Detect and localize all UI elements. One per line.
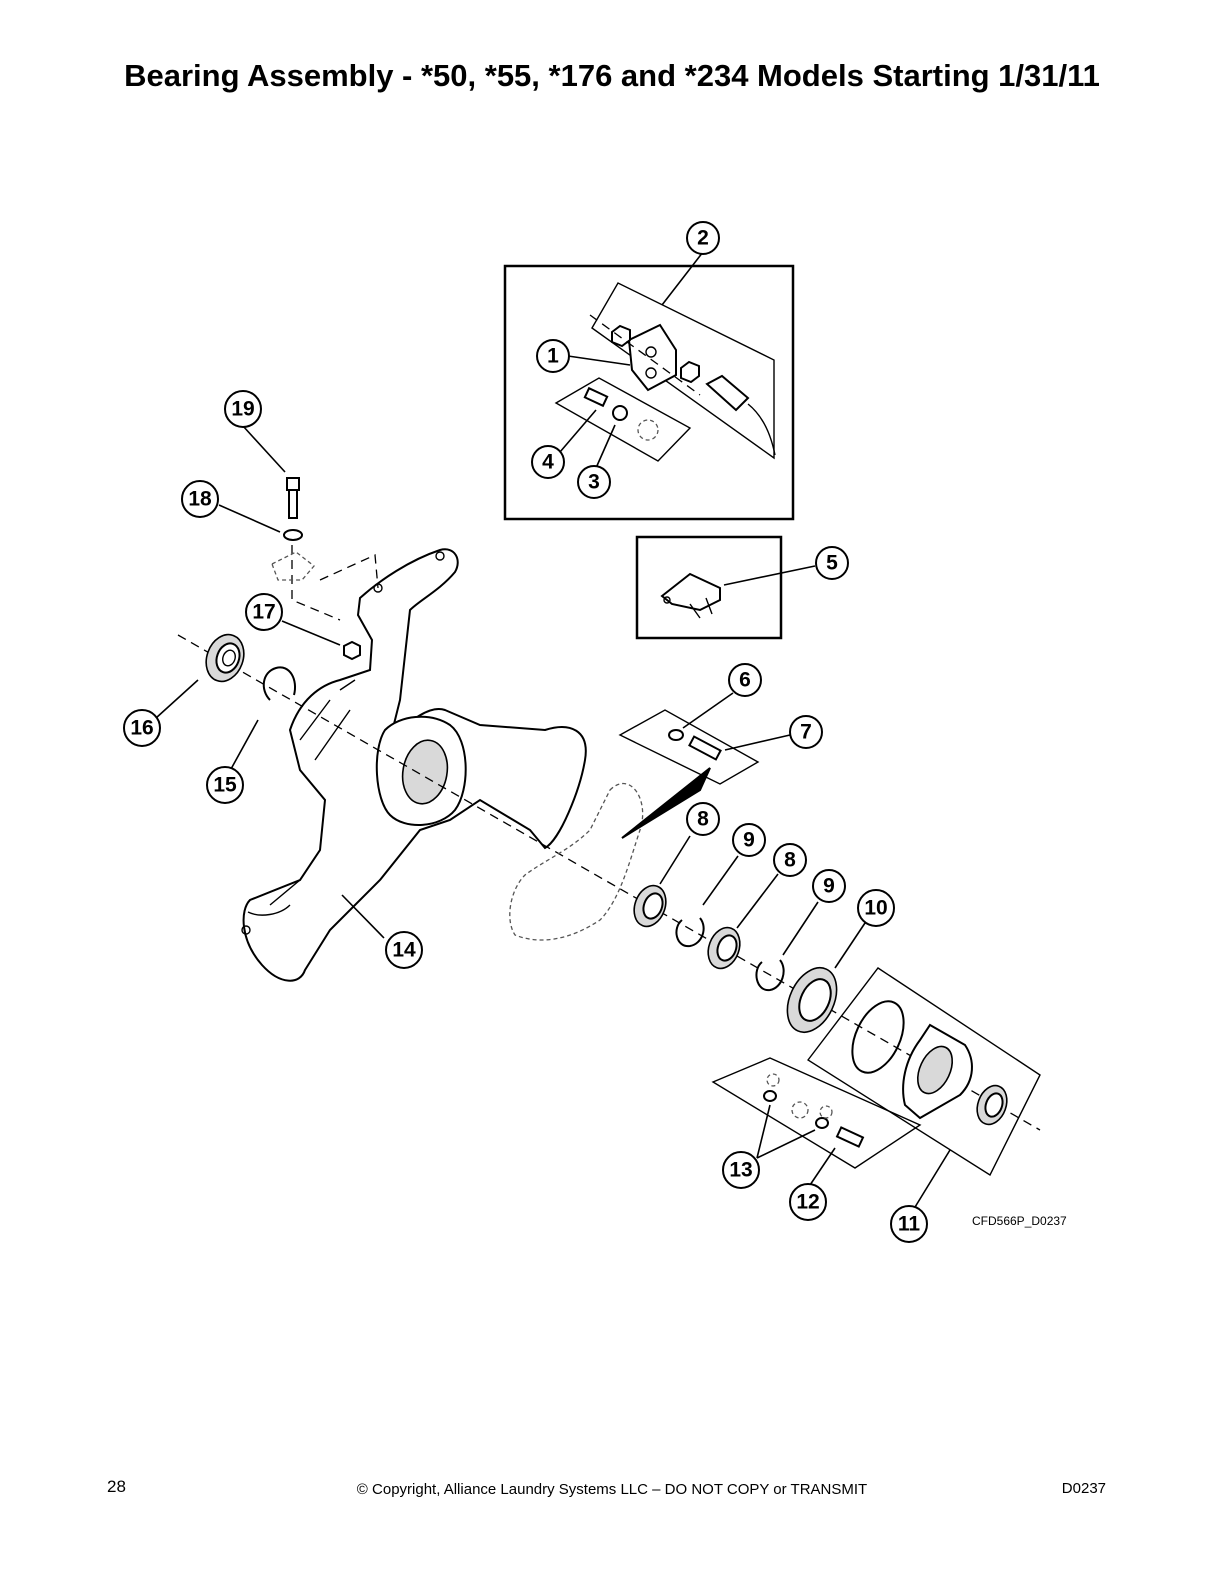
svg-text:15: 15: [213, 774, 237, 797]
svg-text:7: 7: [800, 721, 812, 744]
bearing-part-16: [205, 633, 245, 683]
svg-text:9: 9: [743, 829, 755, 852]
callout-14: 14: [385, 931, 423, 969]
bolt-part-19: [286, 477, 300, 519]
callout-17: 17: [245, 593, 283, 631]
callout-15: 15: [206, 766, 244, 804]
nut-left: [611, 324, 631, 348]
svg-text:5: 5: [826, 552, 838, 575]
washer-part-13b: [815, 1117, 829, 1129]
svg-text:11: 11: [898, 1213, 921, 1236]
callout-13: 13: [722, 1151, 760, 1189]
clip-detail-inset: [635, 535, 783, 640]
svg-text:4: 4: [542, 451, 554, 474]
screw-part-7: [688, 735, 722, 761]
svg-text:17: 17: [252, 601, 275, 624]
svg-text:8: 8: [697, 808, 709, 831]
housing-detail-inset: [806, 967, 1041, 1177]
svg-text:2: 2: [697, 227, 709, 250]
bracket-part: [627, 323, 677, 392]
document-code: D0237: [1061, 1480, 1106, 1497]
callout-16: 16: [123, 709, 161, 747]
nut-right: [680, 360, 700, 384]
callout-18: 18: [181, 480, 219, 518]
callout-3: 3: [577, 465, 611, 499]
drawing-code: CFD566P_D0237: [972, 1214, 1067, 1228]
snap-ring-part-15: [262, 666, 296, 701]
nut-part-17: [343, 640, 361, 661]
washer-part-13a: [763, 1090, 777, 1102]
callout-4: 4: [531, 445, 565, 479]
page-number: 28: [107, 1477, 126, 1496]
snap-ring-part-9a: [675, 917, 705, 948]
callout-1: 1: [536, 339, 570, 373]
spider-arm-part: [241, 548, 587, 982]
svg-text:9: 9: [823, 875, 835, 898]
callout-19: 19: [224, 390, 262, 428]
sensor-part: [705, 374, 750, 412]
svg-text:18: 18: [188, 488, 212, 511]
callout-12: 12: [789, 1183, 827, 1221]
callout-10: 10: [857, 889, 895, 927]
copyright-notice: © Copyright, Alliance Laundry Systems LL…: [356, 1481, 868, 1498]
bearing-part-8a: [633, 884, 667, 928]
callout-8a: 8: [686, 802, 720, 836]
svg-text:16: 16: [130, 717, 153, 740]
screw-part-12: [835, 1126, 865, 1148]
washer-part-18: [283, 529, 303, 541]
callout-9b: 9: [812, 869, 846, 903]
washer-part-6: [668, 729, 684, 741]
clip-part: [660, 572, 721, 612]
seal-part-10: [786, 967, 838, 1033]
callout-8b: 8: [773, 843, 807, 877]
o-ring-part: [851, 1000, 905, 1074]
svg-text:13: 13: [729, 1159, 752, 1182]
callout-6: 6: [728, 663, 762, 697]
callout-2: 2: [686, 221, 720, 255]
sensor-detail-inset: [503, 264, 795, 521]
snap-ring-part-9b: [755, 959, 785, 992]
callout-7: 7: [789, 715, 823, 749]
svg-text:10: 10: [864, 897, 887, 920]
callout-5: 5: [815, 546, 849, 580]
screw-detail-inset: [618, 709, 760, 839]
page-title: Bearing Assembly - *50, *55, *176 and *2…: [124, 58, 1100, 93]
leader-lines: [155, 251, 951, 1213]
svg-text:12: 12: [796, 1191, 819, 1214]
bearing-part-8b: [707, 926, 741, 970]
fastener-detail-inset: [711, 1057, 922, 1169]
screw-part-4: [583, 386, 609, 408]
svg-text:19: 19: [231, 398, 254, 421]
svg-text:14: 14: [392, 939, 416, 962]
svg-text:1: 1: [547, 345, 559, 368]
svg-text:3: 3: [588, 471, 600, 494]
callout-9a: 9: [732, 823, 766, 857]
washer-part-3: [612, 405, 628, 421]
callout-11: 11: [890, 1205, 928, 1243]
svg-text:8: 8: [784, 849, 796, 872]
svg-text:6: 6: [739, 669, 751, 692]
